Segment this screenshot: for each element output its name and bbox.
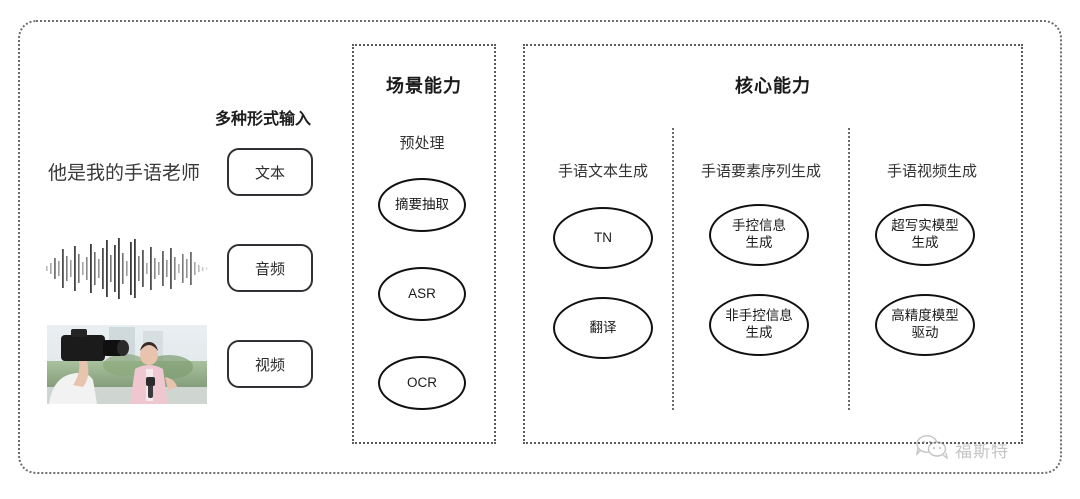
core-column-divider-1 <box>672 128 674 410</box>
node-tn[interactable]: TN <box>553 207 653 269</box>
node-ocr[interactable]: OCR <box>378 356 466 410</box>
node-line-2: 驱动 <box>911 325 939 340</box>
node-asr[interactable]: ASR <box>378 267 466 321</box>
core-column-header-sign-text-generation: 手语文本生成 <box>557 163 648 180</box>
scene-capability-panel: 场景能力 <box>352 44 496 444</box>
watermark: 福斯特 <box>915 434 1009 465</box>
watermark-text: 福斯特 <box>955 442 1009 461</box>
node-line-2: 生成 <box>745 235 773 250</box>
node-summary-extraction[interactable]: 摘要抽取 <box>378 178 466 232</box>
node-hyperrealistic-model-generation[interactable]: 超写实模型 生成 <box>875 204 975 266</box>
core-column-header-sign-element-sequence-generation: 手语要素序列生成 <box>700 163 821 180</box>
video-thumbnail-icon <box>47 325 207 404</box>
node-non-manual-info-generation[interactable]: 非手控信息 生成 <box>709 294 809 356</box>
node-line-1: 超写实模型 <box>891 218 959 234</box>
node-line-1: 高精度模型 <box>891 308 959 324</box>
node-line-1: 手控信息 <box>732 218 786 234</box>
node-manual-info-generation[interactable]: 手控信息 生成 <box>709 204 809 266</box>
modality-pill-video[interactable]: 视频 <box>227 340 313 388</box>
modality-pill-audio[interactable]: 音频 <box>227 244 313 292</box>
preprocessing-label: 预处理 <box>399 135 445 152</box>
diagram-outer-frame <box>18 20 1062 474</box>
node-translation[interactable]: 翻译 <box>553 297 653 359</box>
core-column-divider-2 <box>848 128 850 410</box>
waveform-icon <box>44 236 212 300</box>
core-capability-panel: 核心能力 <box>523 44 1023 444</box>
scene-panel-title: 场景能力 <box>386 76 462 96</box>
sample-sentence-text: 他是我的手语老师 <box>48 163 201 184</box>
wechat-icon <box>915 434 949 465</box>
node-line-2: 生成 <box>911 235 939 250</box>
node-line-2: 生成 <box>745 325 773 340</box>
input-section-heading: 多种形式输入 <box>215 111 312 128</box>
modality-pill-text[interactable]: 文本 <box>227 148 313 196</box>
node-line-1: 非手控信息 <box>725 308 793 324</box>
core-column-header-sign-video-generation: 手语视频生成 <box>886 163 977 180</box>
core-panel-title: 核心能力 <box>735 76 811 96</box>
node-high-precision-model-driving[interactable]: 高精度模型 驱动 <box>875 294 975 356</box>
